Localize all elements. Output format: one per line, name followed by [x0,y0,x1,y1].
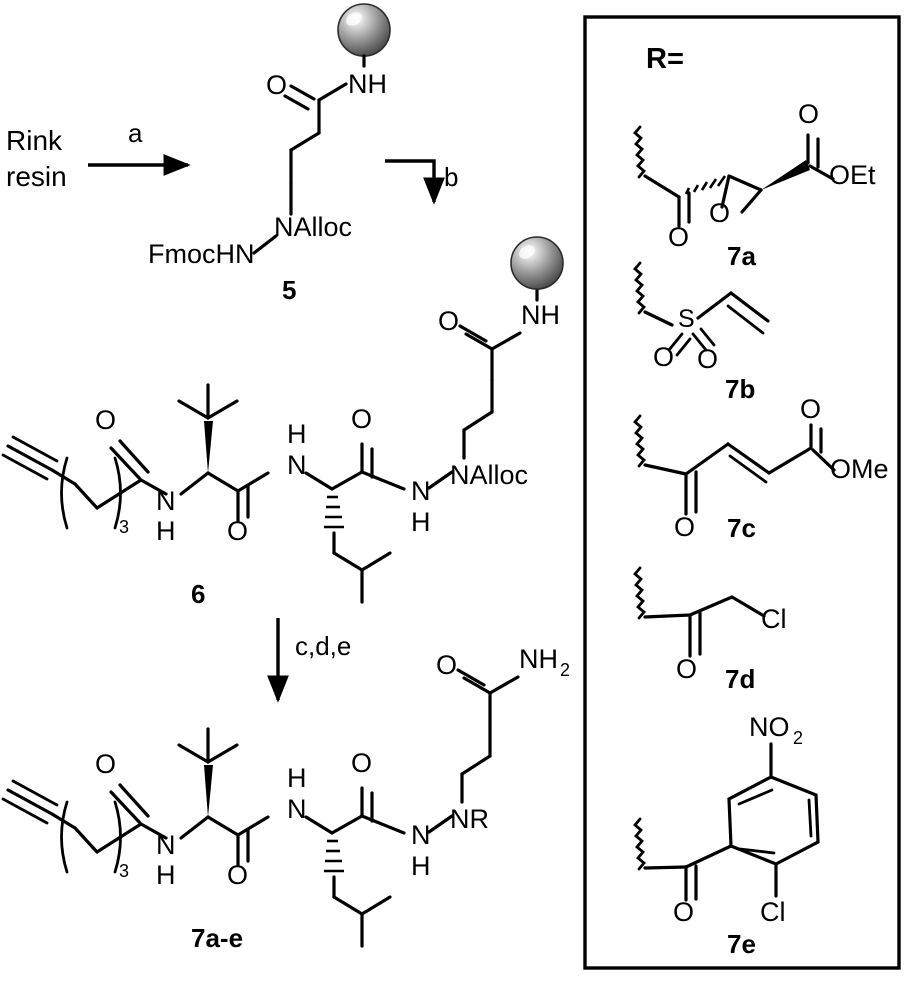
arrow-b: b [385,159,458,205]
r-group-7a-number: 7a [727,241,756,271]
r-7a-o-epoxide-label: O [709,198,730,228]
svg-text:NH: NH [519,644,558,674]
compound-5: NH O NAlloc FmocHN 5 [148,3,391,305]
compound-5-nalloc-label: NAlloc [274,212,352,242]
r-7a-o-ketone-label: O [668,222,689,252]
compound-6-n2-label: N [287,450,307,480]
r-group-panel-heading: R= [646,43,684,75]
rink-resin-line2: resin [6,161,67,192]
r-7b-o2-label: O [697,344,718,374]
compound-6-o3-label: O [351,404,372,434]
compound-6-n3-label: N [411,476,431,506]
starting-material-rink-resin: Rink resin [6,125,67,192]
arrow-a-label: a [128,118,143,148]
compound-7ae-nr-label: NR [450,804,489,834]
compound-5-o-label: O [266,70,287,100]
compound-7ae-n3-label: N [411,820,431,850]
compound-7ae-o1-label: O [95,749,116,779]
svg-text:2: 2 [793,728,803,748]
compound-7ae-o3-label: O [351,748,372,778]
compound-6: 3 O N H O H N [1,236,564,609]
compound-7ae-n2-label: N [287,794,307,824]
r-7d-cl-label: Cl [761,604,787,634]
r-7a-oet-label: OEt [829,160,876,190]
r-7c-o-ester-label: O [800,394,821,424]
rink-resin-line1: Rink [6,125,63,156]
r-group-7b: S O O 7b [633,261,770,404]
compound-6-h1-label: H [156,516,176,546]
r-7b-s-label: S [678,305,695,333]
compound-6-repeat-count: 3 [119,517,129,537]
compound-7ae-h3-label: H [411,851,431,881]
r-7c-ome-label: OMe [830,454,889,484]
resin-bead-icon [337,3,391,57]
svg-text:2: 2 [560,660,570,680]
resin-bead-icon [510,236,564,290]
compound-7ae-h1-label: H [156,860,176,890]
compound-7ae: 3 O N H O H N [1,644,570,953]
compound-7ae-leu-hash-bond [324,839,344,873]
compound-6-nalloc-label: NAlloc [450,460,528,490]
compound-7ae-o2-label: O [227,860,248,890]
r-group-7c: O O OMe 7c [633,394,889,543]
compound-6-o2-label: O [227,516,248,546]
compound-7ae-nh2-label: NH 2 [519,644,570,680]
r-group-7e-number: 7e [727,929,756,959]
compound-7ae-n1-label: N [156,830,176,860]
r-7d-o-label: O [676,654,697,684]
compound-7ae-number: 7a-e [191,923,243,953]
arrow-b-label: b [444,162,458,192]
r-7c-o-ketone-label: O [674,512,695,542]
arrow-cde-label: c,d,e [295,631,351,661]
r-7e-o-label: O [673,897,694,927]
r-7e-cl-label: Cl [760,897,786,927]
r-group-7d: O Cl 7d [633,566,787,694]
compound-6-o4-label: O [438,306,459,336]
r-group-panel: R= O O [583,15,901,970]
r-7e-no2-label: NO 2 [749,712,803,748]
compound-6-h2-label: H [287,419,307,449]
arrow-cde: c,d,e [267,618,351,703]
compound-6-o1-label: O [95,405,116,435]
r-7a-hash-bond [684,175,727,195]
compound-6-number: 6 [191,579,205,609]
compound-7ae-repeat-count: 3 [119,861,129,881]
compound-5-fmochn-label: FmocHN [148,239,255,269]
compound-7ae-o4-label: O [436,650,457,680]
r-group-7e: O NO 2 Cl 7e [633,712,820,959]
arrow-a: a [88,118,191,176]
compound-7ae-h2-label: H [287,763,307,793]
compound-6-leu-hash-bond [324,495,344,529]
compound-5-number: 5 [282,275,296,305]
compound-6-n1-label: N [156,486,176,516]
r-group-7b-number: 7b [725,374,755,404]
compound-5-nh-label: NH [348,69,387,99]
compound-6-h3-label: H [411,507,431,537]
r-group-7c-number: 7c [727,513,756,543]
compound-6-nh-label: NH [521,300,560,330]
r-group-7a: O O O OEt 7a [633,99,876,271]
svg-text:NO: NO [749,712,790,742]
r-7a-o-ester-label: O [798,99,819,129]
r-group-7d-number: 7d [725,664,755,694]
